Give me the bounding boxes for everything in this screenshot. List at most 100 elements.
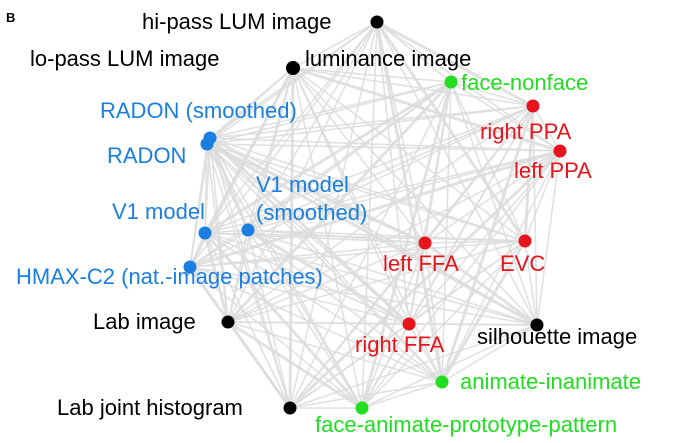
edge-leftppa-rightffa — [408, 150, 561, 325]
label-v1-smoothed-line1: V1 model — [256, 172, 349, 197]
node-dot-leftffa — [418, 236, 432, 250]
edge-facenonface-v1 — [204, 80, 452, 235]
edge-v1s-lab — [227, 229, 249, 323]
edge-lopass-facenonface — [292, 67, 452, 83]
edge-v1s-leftffa — [247, 229, 426, 244]
edge-v1s-hmax — [189, 229, 249, 268]
edge-animate-faceanimate — [361, 381, 443, 409]
edge-leftppa-v1 — [204, 150, 561, 234]
edge-facenonface-radon_s — [209, 81, 452, 139]
label-radon-smoothed: RADON (smoothed) — [100, 98, 297, 123]
label-lab-joint-histogram: Lab joint histogram — [57, 395, 243, 420]
edge-radon_s-leftppa — [209, 137, 561, 152]
edge-radon-leftppa — [206, 143, 561, 152]
label-silhouette: silhouette image — [477, 324, 637, 349]
label-face-nonface: face-nonface — [461, 70, 588, 95]
edge-hmax-rightffa — [189, 266, 410, 325]
label-radon: RADON — [107, 143, 186, 168]
edge-leftffa-animate — [424, 242, 443, 383]
edge-radon-evc — [206, 143, 526, 242]
node-dot-faceanimate — [355, 401, 369, 415]
edge-hmax-faceanimate — [189, 266, 363, 409]
edge-hipass-animate — [375, 21, 444, 383]
edge-lab-animate — [227, 321, 443, 383]
edge-evc-hmax — [189, 240, 526, 268]
edge-leftffa-lab — [227, 242, 426, 323]
label-evc: EVC — [500, 251, 545, 276]
label-lopass: lo-pass LUM image — [30, 46, 220, 71]
edge-hmax-silhouette — [189, 266, 538, 326]
panel-letter: B — [6, 10, 15, 25]
edge-v1-rightffa — [204, 232, 410, 325]
label-hmax: HMAX-C2 (nat.-image patches) — [16, 264, 323, 289]
edge-leftffa-hmax — [189, 242, 426, 268]
edge-facenonface-labjoint — [289, 81, 452, 409]
edge-lab-faceanimate — [227, 320, 363, 410]
edge-lopass-rightffa — [292, 67, 410, 325]
edge-facenonface-silhouette — [450, 81, 538, 326]
node-label-layer: B hi-pass LUM image lo-pass LUM image lu… — [6, 9, 641, 437]
edge-hipass-facenonface — [376, 21, 452, 83]
node-dot-layer — [183, 15, 567, 415]
edge-hipass-lopass — [292, 21, 378, 69]
edge-lopass-labjoint — [288, 67, 295, 409]
edge-lopass-rightppa — [292, 67, 534, 107]
edge-hipass-rightppa — [376, 20, 534, 108]
edge-radon_s-rightppa — [209, 105, 534, 139]
edge-lopass-leftffa — [292, 67, 426, 244]
edge-v1s-evc — [247, 229, 526, 242]
edge-radon-rightppa — [206, 105, 534, 145]
node-dot-evc — [518, 234, 532, 248]
edge-radon_s-animate — [209, 137, 443, 383]
edge-hipass-silhouette — [376, 21, 538, 326]
edge-rightppa-v1s — [247, 105, 534, 231]
edge-lopass-animate — [292, 67, 443, 383]
edge-v1s-rightffa — [247, 228, 410, 326]
edge-hipass-faceanimate — [361, 21, 378, 409]
node-dot-leftppa — [553, 144, 567, 158]
edge-animate-labjoint — [289, 381, 443, 409]
edge-rightppa-lab — [227, 105, 534, 323]
edge-lab-labjoint — [227, 321, 291, 409]
edge-rightffa-labjoint — [289, 323, 410, 409]
node-dot-animate — [435, 375, 449, 389]
edge-radon-animate — [206, 143, 443, 383]
edge-evc-lab — [227, 240, 526, 323]
edge-evc-silhouette — [524, 240, 538, 326]
edge-facenonface-animate — [441, 81, 452, 383]
node-dot-facenonface — [444, 75, 458, 89]
edge-radon-leftffa — [206, 142, 426, 245]
edge-v1s-animate — [247, 229, 443, 383]
node-dot-hmax — [183, 260, 197, 274]
node-dot-radon — [200, 137, 214, 151]
edge-silhouette-faceanimate — [361, 324, 538, 409]
label-v1-smoothed-line2: (smoothed) — [256, 200, 367, 225]
edge-leftffa-labjoint — [289, 242, 426, 409]
edge-rightppa-hmax — [189, 105, 534, 268]
edge-rightppa-leftppa — [532, 105, 561, 152]
node-dot-silhouette — [530, 318, 544, 332]
edge-radon-v1s — [206, 143, 249, 231]
edge-facenonface-rightppa — [450, 81, 534, 107]
edge-radon_s-evc — [209, 137, 526, 242]
edge-leftffa-evc — [424, 240, 526, 244]
edge-leftppa-evc — [524, 150, 561, 242]
edge-hmax-animate — [189, 266, 443, 383]
label-luminance: luminance image — [305, 46, 471, 71]
label-left-ppa: left PPA — [514, 158, 592, 183]
label-right-ppa: right PPA — [480, 119, 572, 144]
edge-leftffa-silhouette — [424, 241, 538, 327]
node-dot-lopass — [286, 61, 300, 75]
edge-radon-hmax — [189, 143, 208, 268]
edge-rightffa-silhouette — [408, 323, 538, 326]
edge-radon-v1 — [204, 143, 208, 234]
edge-v1-animate — [204, 232, 443, 383]
edge-silhouette-animate — [441, 324, 538, 383]
edge-facenonface-rightffa — [408, 81, 452, 325]
label-face-animate-prototype: face-animate-prototype-pattern — [315, 412, 617, 437]
node-dot-labjoint — [283, 401, 297, 415]
edge-leftppa-v1s — [247, 150, 561, 231]
label-hipass: hi-pass LUM image — [142, 9, 332, 34]
